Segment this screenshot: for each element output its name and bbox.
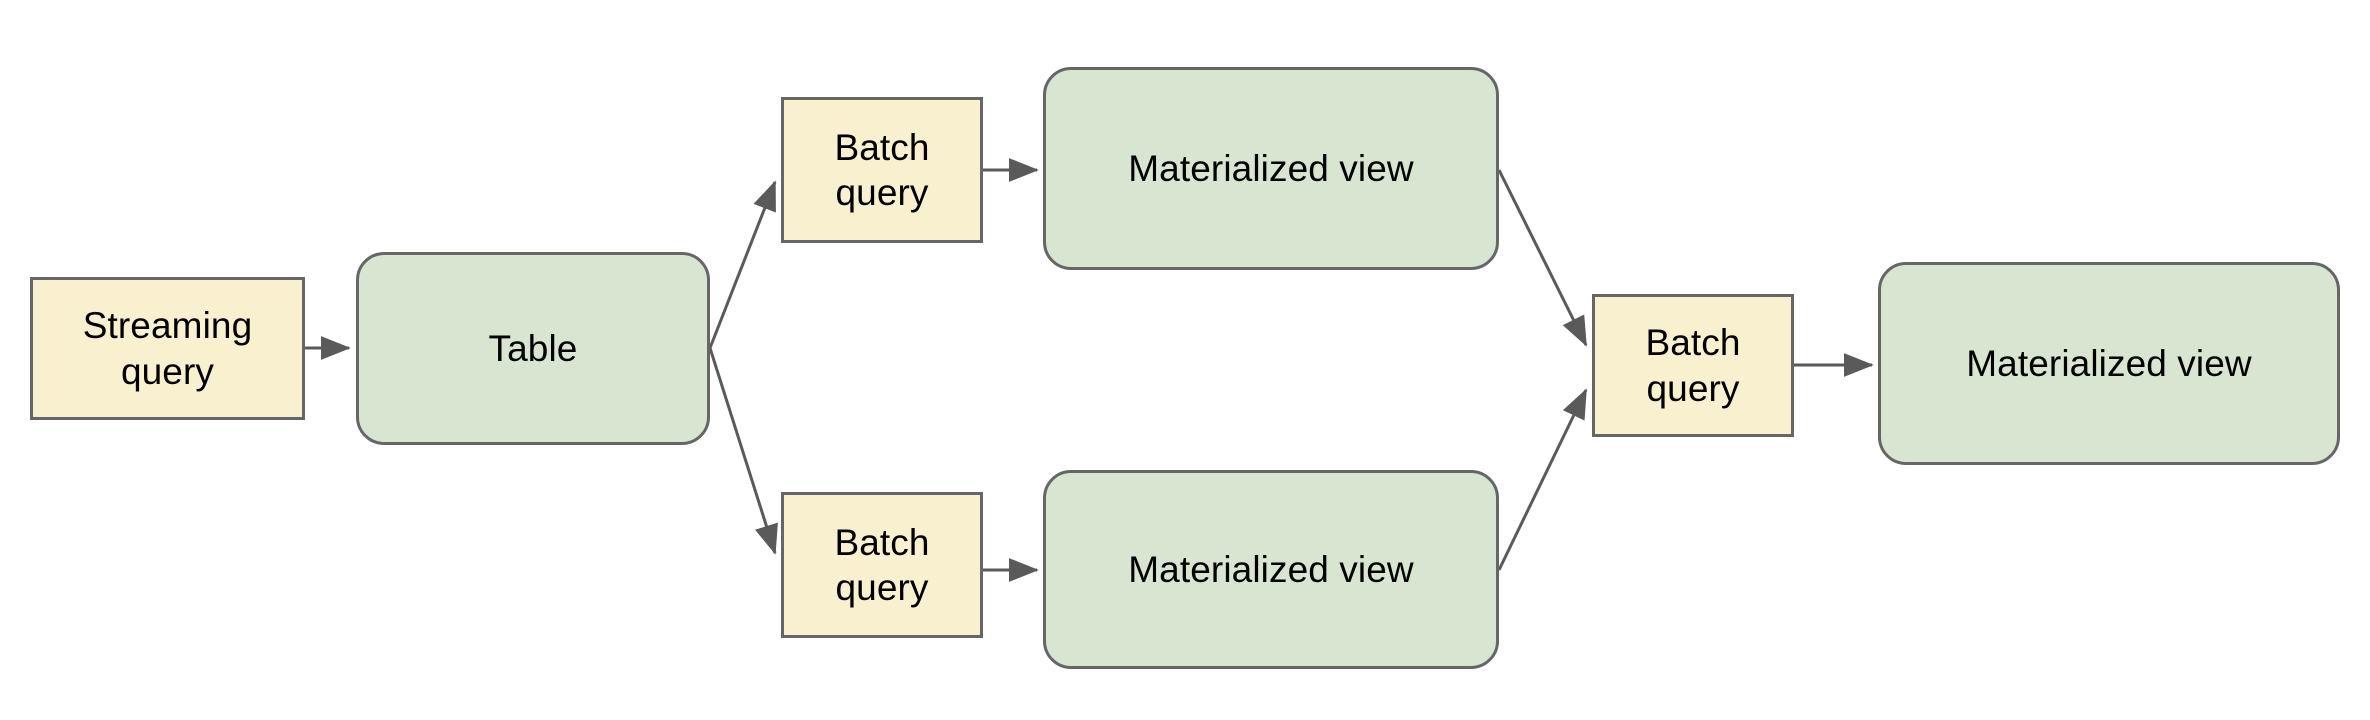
node-label-streaming-query: Streaming query [82,305,253,392]
node-batch-query-join[interactable]: Batch query [1592,294,1794,437]
node-label-materialized-view-bottom: Materialized view [1128,548,1414,590]
node-label-table: Table [488,327,578,369]
node-materialized-view-top[interactable]: Materialized view [1043,67,1499,270]
node-materialized-view-final[interactable]: Materialized view [1878,262,2340,465]
edge-mv-bottom-to-join [1497,388,1588,571]
node-label-batch-query-bottom: Batch query [834,521,930,608]
node-batch-query-top[interactable]: Batch query [781,97,983,243]
node-batch-query-bottom[interactable]: Batch query [781,492,983,638]
node-label-batch-query-top: Batch query [834,126,930,213]
node-label-materialized-view-top: Materialized view [1128,147,1414,189]
node-label-materialized-view-final: Materialized view [1966,342,2252,384]
edge-table-to-batch-bottom [708,347,778,555]
node-streaming-query[interactable]: Streaming query [30,277,305,420]
edge-mv-top-to-join [1497,169,1588,347]
node-materialized-view-bottom[interactable]: Materialized view [1043,470,1499,669]
node-label-batch-query-join: Batch query [1645,322,1741,409]
edge-table-to-batch-top [708,180,777,349]
node-table[interactable]: Table [356,252,710,445]
